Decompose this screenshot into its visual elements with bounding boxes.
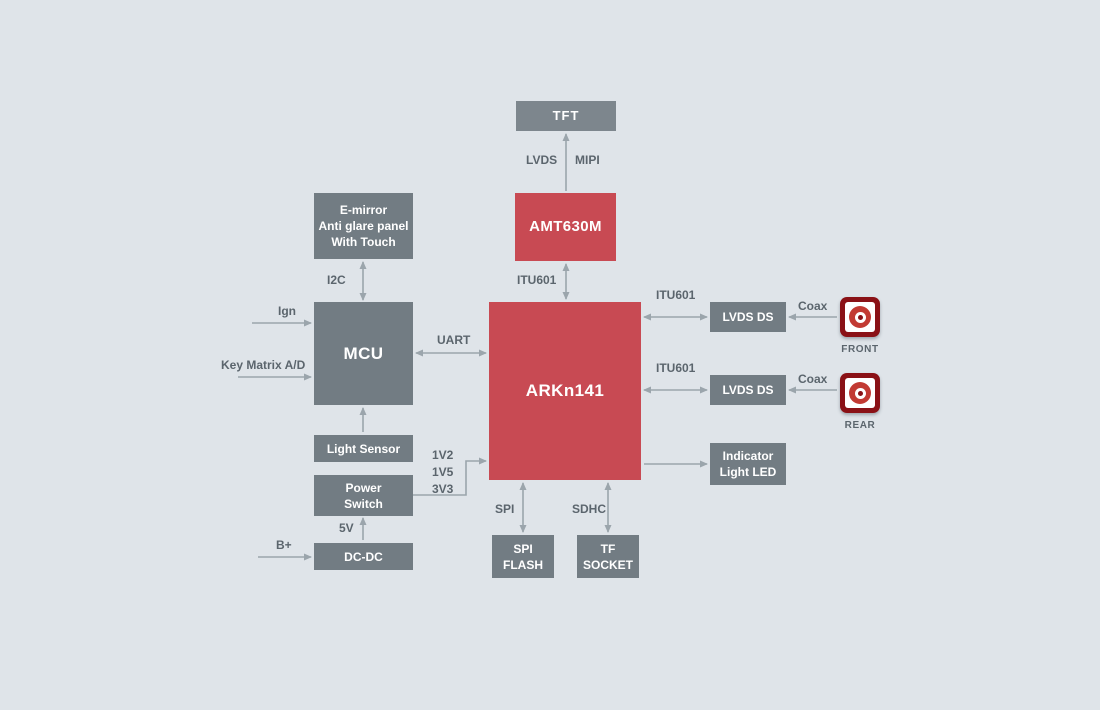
label-rail-1v2: 1V2 bbox=[432, 448, 454, 462]
camera-rear-icon bbox=[840, 373, 880, 413]
block-emirror-line: E-mirror bbox=[339, 203, 388, 217]
camera-body bbox=[845, 378, 875, 408]
block-indicator-led-line: Light LED bbox=[719, 465, 777, 479]
label-mipi: MIPI bbox=[575, 153, 600, 167]
block-light-sensor: Light Sensor bbox=[314, 435, 413, 462]
block-emirror-line: With Touch bbox=[331, 235, 396, 249]
label-coax-front: Coax bbox=[798, 299, 828, 313]
block-power-switch: Power Switch bbox=[314, 475, 413, 516]
label-uart: UART bbox=[437, 333, 471, 347]
label-camera-rear: REAR bbox=[844, 420, 876, 431]
camera-lens-icon bbox=[849, 306, 871, 328]
label-camera-front: FRONT bbox=[841, 344, 879, 355]
label-lvds: LVDS bbox=[526, 153, 558, 167]
camera-lens-dot bbox=[857, 390, 863, 396]
block-spi-flash: SPI FLASH bbox=[492, 535, 554, 578]
block-tf-socket-line: SOCKET bbox=[582, 557, 633, 572]
block-arkn141: ARKn141 bbox=[489, 302, 641, 480]
label-i2c: I2C bbox=[327, 273, 346, 287]
label-power-rails: 1V2 1V5 3V3 bbox=[432, 447, 453, 498]
label-itu601-rear: ITU601 bbox=[656, 361, 696, 375]
block-mcu: MCU bbox=[314, 302, 413, 405]
block-dc-dc: DC-DC bbox=[314, 543, 413, 570]
label-itu601-front: ITU601 bbox=[656, 288, 696, 302]
block-indicator-led-line: Indicator bbox=[722, 449, 774, 463]
label-rail-3v3: 3V3 bbox=[432, 482, 454, 496]
label-itu601-display: ITU601 bbox=[517, 273, 557, 287]
block-emirror: E-mirror Anti glare panel With Touch bbox=[314, 193, 413, 259]
block-spi-flash-line: FLASH bbox=[503, 557, 543, 572]
label-spi: SPI bbox=[495, 502, 515, 516]
block-tf-socket-line: TF bbox=[600, 541, 616, 556]
label-key-matrix: Key Matrix A/D bbox=[221, 358, 306, 372]
block-lvds-ds-rear: LVDS DS bbox=[710, 375, 786, 405]
label-coax-rear: Coax bbox=[798, 372, 828, 386]
camera-lens-dot bbox=[857, 314, 863, 320]
block-spi-flash-line: SPI bbox=[513, 541, 533, 556]
label-b-plus: B+ bbox=[276, 538, 292, 552]
block-emirror-line: Anti glare panel bbox=[318, 219, 409, 233]
camera-front-icon bbox=[840, 297, 880, 337]
block-lvds-ds-front: LVDS DS bbox=[710, 302, 786, 332]
block-power-switch-line: Switch bbox=[344, 496, 383, 511]
label-sdhc: SDHC bbox=[572, 502, 607, 516]
camera-lens-ring bbox=[854, 311, 866, 323]
block-tft: TFT bbox=[516, 101, 616, 131]
label-ign: Ign bbox=[278, 304, 296, 318]
label-rail-1v5: 1V5 bbox=[432, 465, 454, 479]
block-amt630m: AMT630M bbox=[515, 193, 616, 261]
block-power-switch-line: Power bbox=[345, 480, 382, 495]
camera-body bbox=[845, 302, 875, 332]
block-indicator-led: Indicator Light LED bbox=[710, 443, 786, 485]
block-tf-socket: TF SOCKET bbox=[577, 535, 639, 578]
camera-lens-ring bbox=[854, 387, 866, 399]
camera-lens-icon bbox=[849, 382, 871, 404]
label-5v: 5V bbox=[339, 521, 354, 535]
